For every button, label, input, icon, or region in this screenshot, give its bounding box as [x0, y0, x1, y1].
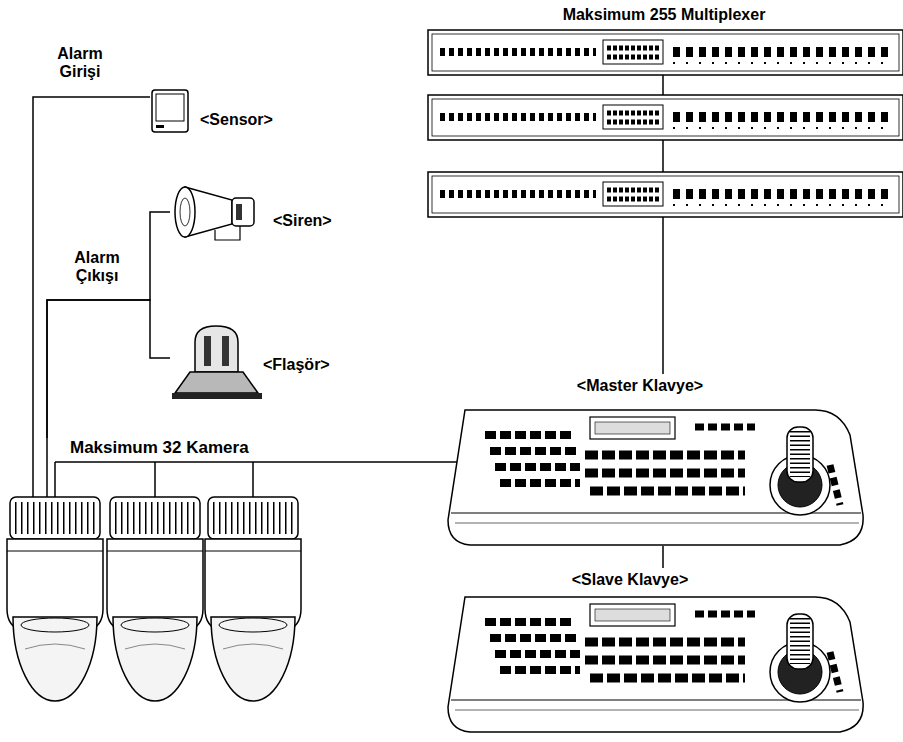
cable-line [305, 461, 445, 463]
sensor-icon [152, 90, 188, 132]
label-holder: Alarm Çıkışı [52, 248, 142, 287]
cable-line [662, 217, 664, 374]
sensor-node: <Sensor> [150, 85, 300, 135]
dome-camera [107, 497, 203, 701]
device-label: <Sensor> [200, 111, 273, 129]
device-label: <Slave Klavye> [572, 571, 689, 589]
keyboard-controller [448, 597, 863, 732]
device-label: <Flaşör> [263, 356, 330, 374]
flasher-node: <Flaşör> [170, 322, 350, 402]
device-label: Maksimum 32 Kamera [70, 438, 249, 458]
keyboard-controller [448, 410, 863, 545]
master-keyboard: <Master Klavye> [445, 374, 865, 546]
multiplexer-unit [428, 172, 903, 217]
siren-icon [175, 187, 254, 240]
device-label: <Siren> [273, 212, 332, 230]
cable-line [33, 97, 150, 438]
camera-group: Maksimum 32 Kamera [5, 438, 305, 706]
cable-line [662, 546, 664, 568]
device-label: <Master Klavye> [577, 377, 703, 395]
slave-keyboard: <Slave Klavye> [445, 568, 865, 734]
multiplexer-unit [428, 95, 903, 140]
dome-camera [7, 497, 103, 701]
device-label: Maksimum 255 Multiplexer [563, 6, 766, 24]
camera-bus [33, 438, 457, 497]
link-wire [662, 75, 664, 95]
signal-label: Alarm Çıkışı [52, 248, 142, 287]
multiplexer-stack: Maksimum 255 Multiplexer [425, 4, 903, 217]
siren-node: <Siren> [170, 182, 350, 242]
signal-label: Alarm Girişi [40, 44, 120, 83]
multiplexer-unit [428, 30, 903, 75]
cable-line [47, 300, 170, 438]
cable-line [47, 212, 170, 438]
flasher-icon [172, 326, 262, 399]
dome-camera [205, 497, 301, 701]
label-holder: Alarm Girişi [40, 44, 120, 83]
link-wire [662, 140, 664, 172]
